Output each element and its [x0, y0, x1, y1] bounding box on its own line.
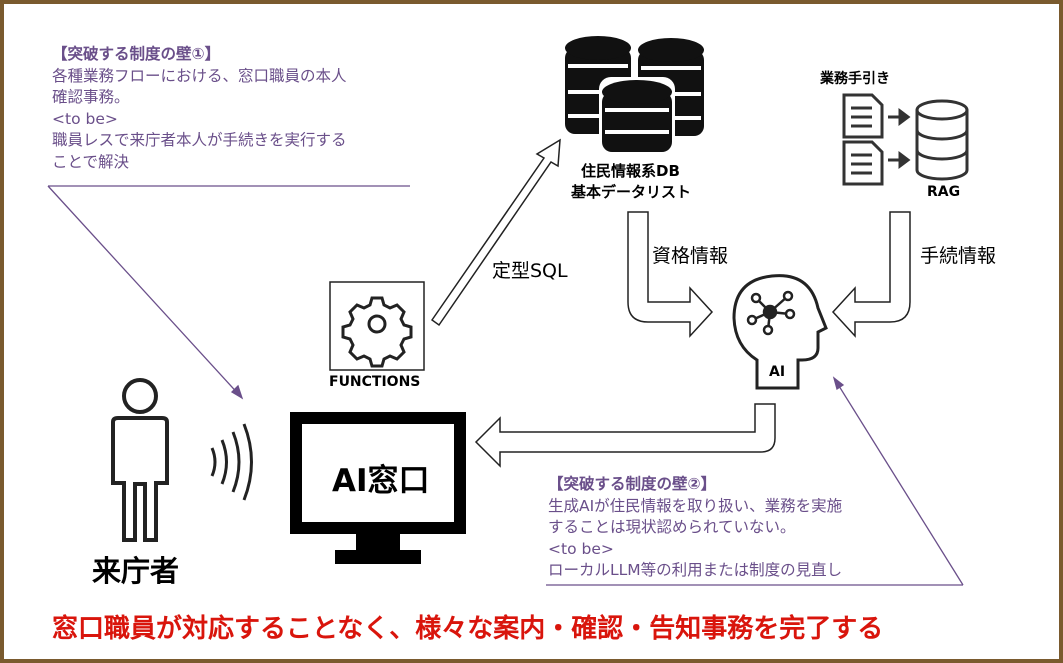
response-arrow: [474, 403, 776, 468]
document-icon: [842, 93, 884, 186]
note-line: 生成AIが住民情報を取り扱い、業務を実施: [548, 496, 843, 515]
db-label-line2: 基本データリスト: [571, 183, 692, 201]
procedure-arrow: [831, 211, 911, 338]
footer-caption: 窓口職員が対応することなく、様々な案内・確認・告知事務を完了する: [52, 614, 884, 644]
ai-head-icon: [732, 274, 828, 390]
note-line: ことで解決: [52, 152, 130, 171]
sql-edge-label: 定型SQL: [492, 260, 568, 282]
note-line: することは現状認められていない。: [548, 518, 796, 536]
qualification-arrow: [627, 211, 714, 338]
ai-label: AI: [769, 364, 786, 380]
rag-label: RAG: [927, 184, 961, 200]
visitor-label: 来庁者: [92, 554, 180, 588]
note-title: 【突破する制度の壁①】: [52, 45, 221, 63]
qualification-edge-label: 資格情報: [652, 245, 729, 267]
note-line: ローカルLLM等の利用または制度の見直し: [548, 561, 843, 579]
procedure-edge-label: 手続情報: [920, 245, 997, 267]
gear-icon: [341, 296, 413, 368]
note-line: 職員レスで来庁者本人が手続きを実行する: [52, 131, 347, 149]
note1-pointer: [47, 185, 410, 400]
note-title: 【突破する制度の壁②】: [548, 475, 717, 493]
sound-wave-icon: [210, 423, 253, 501]
network-icon: [746, 290, 796, 336]
note2-pointer: [546, 376, 964, 586]
note-line: 各種業務フローにおける、窓口職員の本人: [52, 66, 347, 85]
database-icon: [565, 36, 704, 157]
barrier-note-1: 【突破する制度の壁①】 各種業務フローにおける、窓口職員の本人 確認事務。 <t…: [52, 44, 347, 173]
db-label-line1: 住民情報系DB: [581, 162, 680, 180]
functions-label: FUNCTIONS: [329, 374, 421, 390]
note-line: <to be>: [52, 109, 118, 128]
note-line: <to be>: [548, 539, 614, 558]
barrier-note-2: 【突破する制度の壁②】 生成AIが住民情報を取り扱い、業務を実施 することは現状…: [548, 474, 842, 582]
sql-arrow: [430, 138, 561, 327]
person-icon: [111, 378, 169, 542]
arrow-right-icon: [888, 108, 911, 169]
rag-database-icon: [915, 99, 969, 181]
note-line: 確認事務。: [52, 88, 130, 106]
functions-box: [329, 281, 425, 371]
monitor-icon: [290, 412, 466, 564]
monitor-label: AI窓口: [332, 463, 430, 499]
manual-label: 業務手引き: [820, 71, 890, 87]
